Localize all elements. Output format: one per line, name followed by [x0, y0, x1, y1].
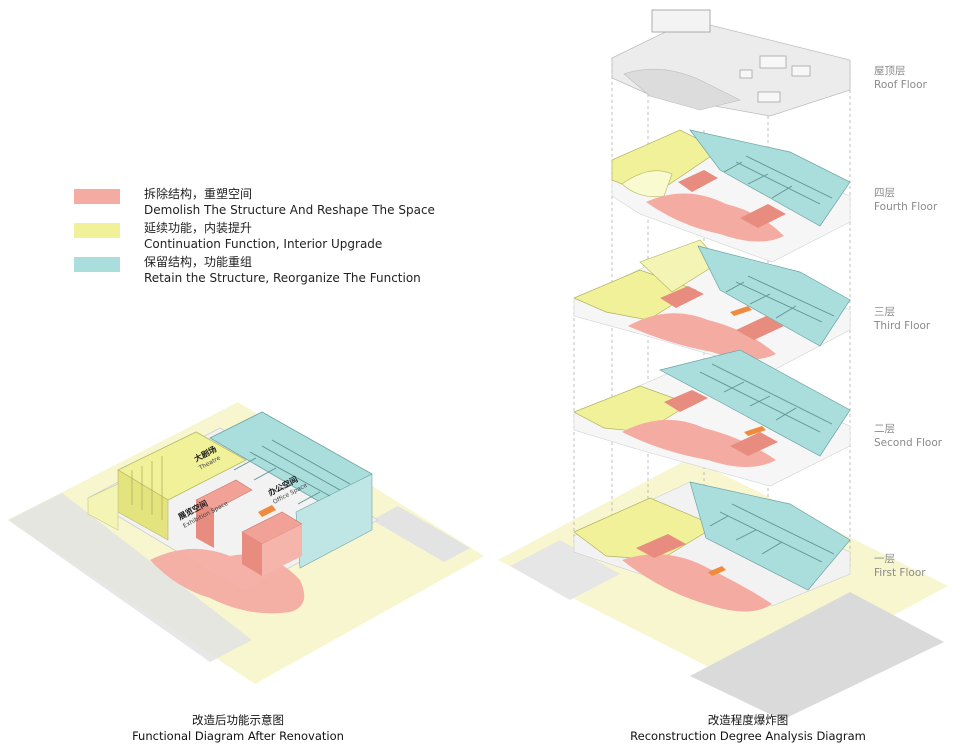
floor-label-en: Third Floor	[874, 320, 931, 332]
floor-label-en: First Floor	[874, 567, 926, 579]
roof-layer	[611, 9, 851, 117]
caption-zh: 改造程度爆炸图	[707, 713, 789, 727]
first-floor-layer	[573, 481, 851, 612]
exploded-road-left	[510, 540, 620, 600]
legend-label-en: Retain the Structure, Reorganize The Fun…	[144, 271, 421, 285]
legend-label-en: Continuation Function, Interior Upgrade	[144, 237, 383, 251]
caption-en: Functional Diagram After Renovation	[132, 729, 344, 743]
floor-label-roof: 屋顶层 Roof Floor	[874, 64, 927, 92]
caption-functional-diagram: 改造后功能示意图 Functional Diagram After Renova…	[88, 712, 388, 744]
road-left	[8, 493, 252, 662]
road-right	[372, 506, 470, 562]
exploded-diagram	[498, 9, 948, 720]
fourth-floor-layer	[611, 129, 851, 263]
floor-label-third: 三层 Third Floor	[874, 305, 930, 333]
legend-label-zh: 拆除结构，重塑空间	[144, 187, 253, 201]
legend-swatch-continuation	[74, 223, 120, 238]
floor-label-zh: 三层	[874, 306, 895, 318]
floor-label-second: 二层 Second Floor	[874, 422, 942, 450]
third-floor-layer	[573, 239, 851, 373]
caption-zh: 改造后功能示意图	[192, 713, 284, 727]
exploded-road	[690, 592, 944, 720]
functional-diagram: 大剧场 Theatre 办公空间 Office Space 展览空间 Exhib…	[8, 402, 484, 684]
caption-exploded-diagram: 改造程度爆炸图 Reconstruction Degree Analysis D…	[598, 712, 898, 744]
floor-label-fourth: 四层 Fourth Floor	[874, 186, 937, 214]
legend-label-zh: 保留结构，功能重组	[144, 255, 253, 269]
floor-label-zh: 屋顶层	[874, 65, 906, 77]
legend-label-zh: 延续功能，内装提升	[144, 221, 253, 235]
legend-label-en: Demolish The Structure And Reshape The S…	[144, 203, 435, 217]
legend-text-continuation: 延续功能，内装提升 Continuation Function, Interio…	[144, 220, 382, 252]
theatre-block	[87, 431, 247, 541]
legend-swatch-retain	[74, 257, 120, 272]
floor-label-zh: 四层	[874, 187, 895, 199]
floor-label-en: Second Floor	[874, 437, 943, 449]
exhibition-block	[150, 479, 305, 614]
floor-label-en: Roof Floor	[874, 79, 927, 91]
legend-text-retain: 保留结构，功能重组 Retain the Structure, Reorgani…	[144, 254, 421, 286]
floor-label-zh: 二层	[874, 423, 895, 435]
floor-label-first: 一层 First Floor	[874, 552, 926, 580]
legend-swatch-demolish	[74, 189, 120, 204]
floor-label-en: Fourth Floor	[874, 201, 938, 213]
second-floor-layer	[573, 349, 851, 487]
floor-label-zh: 一层	[874, 553, 895, 565]
legend-text-demolish: 拆除结构，重塑空间 Demolish The Structure And Res…	[144, 186, 435, 218]
caption-en: Reconstruction Degree Analysis Diagram	[630, 729, 866, 743]
